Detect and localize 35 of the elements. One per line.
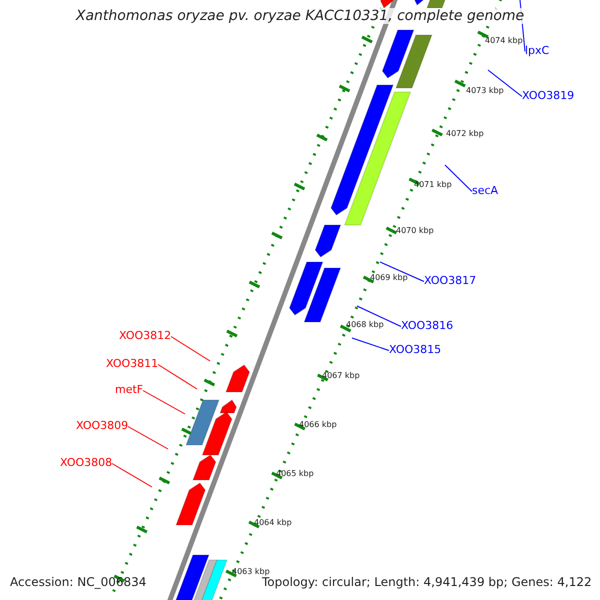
- scale-label: 4073 kbp: [466, 86, 504, 95]
- gene-label: metF: [115, 383, 144, 396]
- leader-line: [380, 262, 424, 282]
- gene-label: XOO3809: [76, 419, 128, 432]
- leader-line: [158, 364, 198, 390]
- scale-label: 4072 kbp: [446, 129, 484, 138]
- leader-line: [352, 338, 390, 351]
- scale-label: 4071 kbp: [414, 180, 452, 189]
- gene-label: XOO3815: [389, 343, 442, 356]
- info-text: Topology: circular; Length: 4,941,439 bp; Genes: 4,122: [262, 575, 592, 589]
- scale-label: 4069 kbp: [370, 273, 408, 282]
- gene-label: XOO3817: [424, 274, 476, 287]
- scale-label: 4068 kbp: [346, 320, 384, 329]
- gene-label: XOO3812: [119, 329, 172, 342]
- scale-label: 4074 kbp: [485, 36, 523, 45]
- gene-label: XOO3816: [401, 319, 454, 332]
- gene-label: XOO3811: [106, 357, 158, 370]
- gene-label: secA: [472, 184, 498, 197]
- leader-line: [142, 390, 186, 414]
- leader-line: [444, 164, 472, 192]
- leader-line: [170, 336, 210, 362]
- gene-label: XOO3808: [60, 456, 112, 469]
- scale-label: 4064 kbp: [254, 518, 292, 527]
- gene-label: lpxC: [525, 44, 550, 57]
- leader-line: [112, 463, 152, 488]
- leader-line: [356, 306, 402, 327]
- info-text: Accession: NC_006834: [10, 575, 146, 589]
- leader-line: [128, 426, 168, 450]
- scale-label: 4066 kbp: [299, 420, 337, 429]
- scale-label: 4063 kbp: [232, 567, 270, 576]
- scale-label: 4067 kbp: [322, 371, 360, 380]
- leader-line: [488, 70, 522, 97]
- scale-label: 4065 kbp: [276, 469, 314, 478]
- scale-label: 4070 kbp: [396, 226, 434, 235]
- gene-label: XOO3819: [522, 89, 574, 102]
